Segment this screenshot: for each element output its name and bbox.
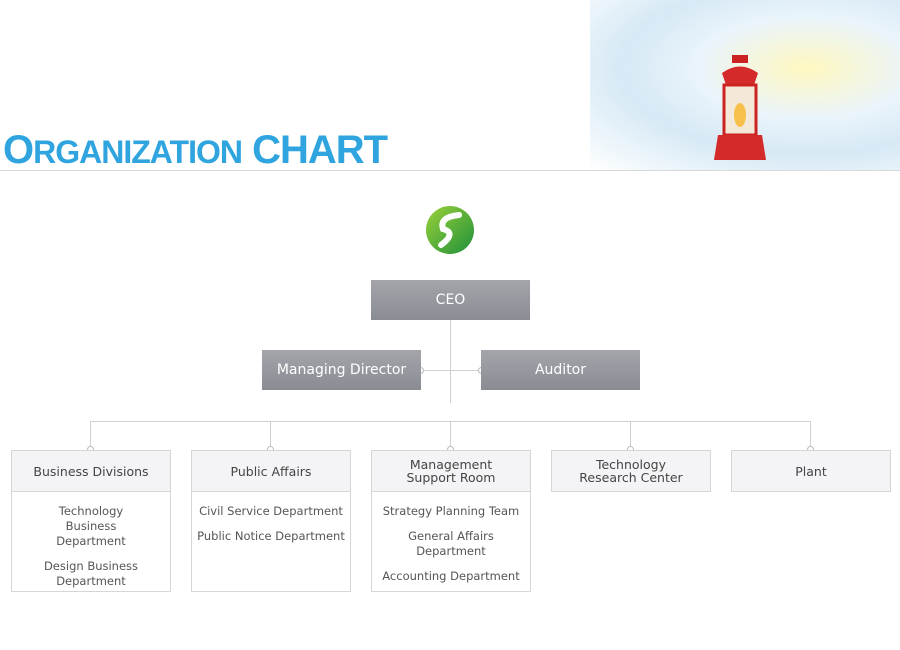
title-chart: CHART <box>252 128 388 172</box>
division-name: Plant <box>732 451 890 491</box>
connector-line <box>810 421 811 450</box>
department-item: Strategy Planning Team <box>382 504 520 518</box>
page-title: ORGANIZATION CHART <box>3 128 388 174</box>
department-item: Accounting Department <box>382 569 520 583</box>
title-rest: RGANIZATION <box>33 134 243 170</box>
department-item: Technology Business Department <box>56 504 126 548</box>
auditor-box: Auditor <box>481 350 640 390</box>
division-box: Plant <box>731 450 891 492</box>
connector-line <box>450 320 451 403</box>
department-item: Public Notice Department <box>197 529 345 543</box>
managing-director-box: Managing Director <box>262 350 421 390</box>
ceo-box: CEO <box>371 280 530 320</box>
connector-line <box>420 370 481 371</box>
division-box: Technology Research Center <box>551 450 711 492</box>
division-name: Business Divisions <box>12 451 170 491</box>
connector-line <box>90 421 91 450</box>
department-item: General Affairs Department <box>408 529 494 558</box>
division-name: Technology Research Center <box>552 451 710 491</box>
department-item: Design Business Department <box>43 559 139 588</box>
connector-line <box>450 421 451 450</box>
company-logo-icon <box>426 206 474 254</box>
connector-line <box>630 421 631 450</box>
division-name: Public Affairs <box>192 451 350 491</box>
department-item: Civil Service Department <box>199 504 343 518</box>
page-header: ORGANIZATION CHART <box>0 0 900 174</box>
title-initial: O <box>3 128 34 172</box>
division-name: Management Support Room <box>372 451 530 491</box>
connector-line <box>270 421 271 450</box>
lantern-icon <box>714 55 766 160</box>
